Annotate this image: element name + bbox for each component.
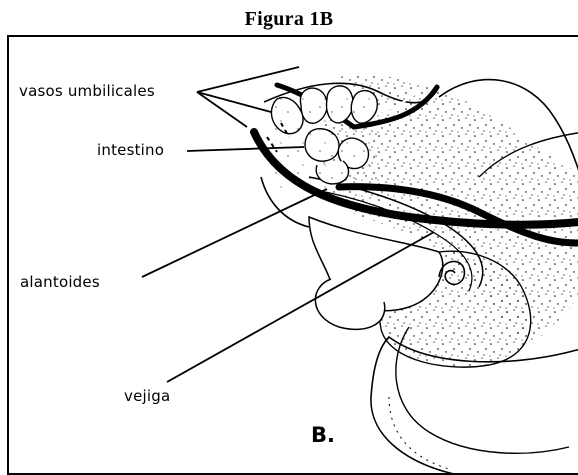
label-bladder: vejiga <box>124 387 170 405</box>
leader-alantoides <box>142 189 327 277</box>
label-umbilical-vessels: vasos umbilicales <box>19 82 155 100</box>
leader-vasos-2 <box>197 92 271 112</box>
figure-frame: vasos umbilicales intestino alantoides v… <box>7 35 578 475</box>
label-intestine: intestino <box>97 141 164 159</box>
panel-letter: B. <box>311 423 335 447</box>
figure-title: Figura 1B <box>0 8 578 31</box>
intestine-dots <box>271 93 381 193</box>
anatomical-drawing <box>9 37 578 475</box>
leader-vasos-3 <box>197 92 247 127</box>
label-allantois: alantoides <box>20 273 100 291</box>
